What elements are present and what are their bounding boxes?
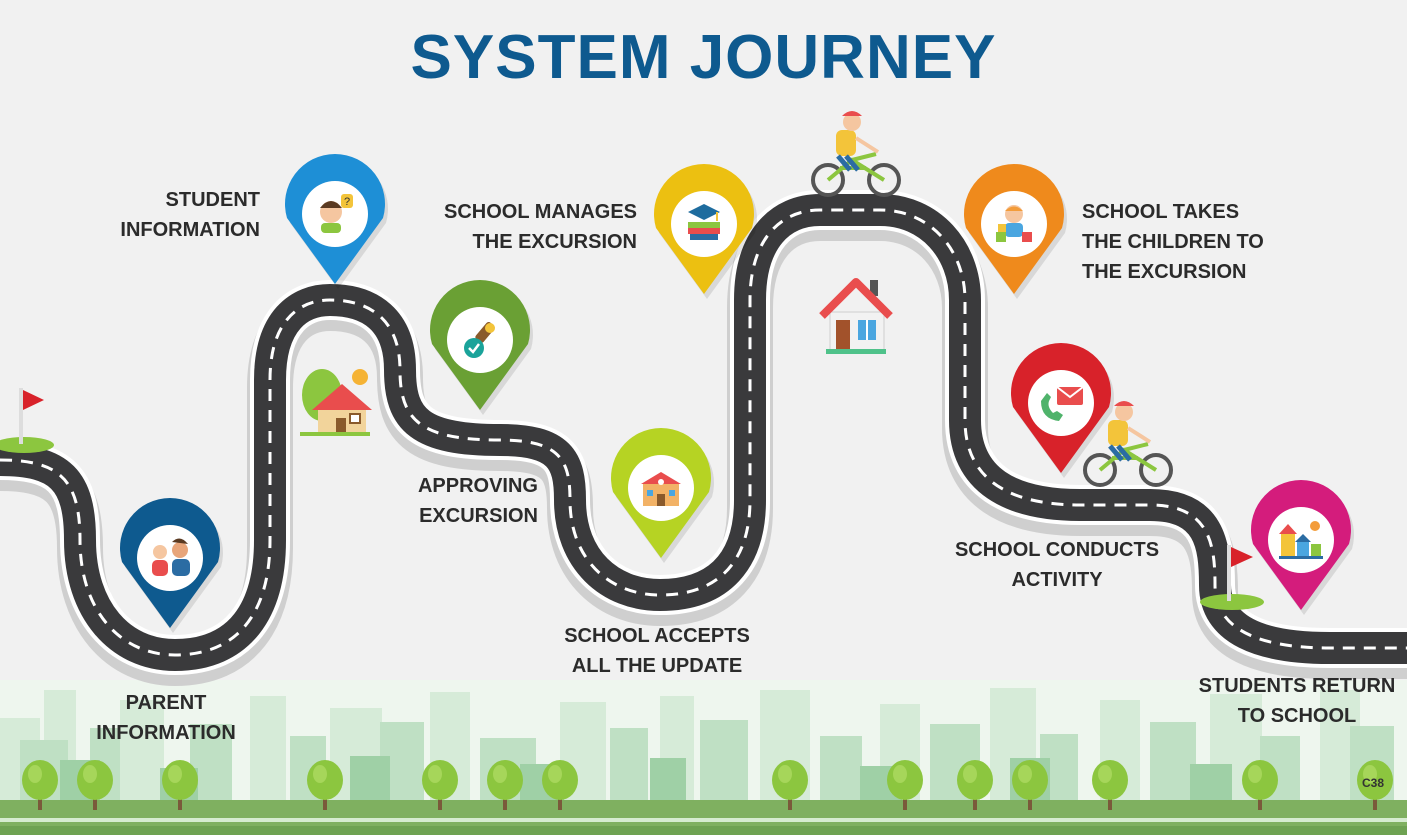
child-playing-icon — [996, 205, 1032, 242]
step-pin-5 — [611, 428, 714, 563]
step-pin-3 — [430, 280, 533, 415]
step-label-line: SCHOOL ACCEPTS — [564, 625, 750, 647]
finish-flag-icon — [1200, 545, 1264, 610]
tree-icon — [957, 760, 993, 810]
winding-road — [0, 190, 1407, 687]
svg-text:?: ? — [344, 196, 350, 208]
page-title: SYSTEM JOURNEY — [410, 23, 997, 92]
city-skyline — [0, 680, 1407, 835]
step-label-line: APPROVING — [417, 475, 538, 497]
step-label-line: ALL THE UPDATE — [571, 655, 743, 677]
tree-icon — [22, 760, 58, 810]
step-label-line: STUDENT — [165, 189, 260, 211]
step-pin-1 — [120, 498, 223, 633]
tree-icon — [887, 760, 923, 810]
student-question-icon: ? — [320, 194, 353, 233]
step-label-line: ACTIVITY — [1011, 569, 1103, 591]
step-label-line: EXCURSION — [419, 505, 538, 527]
step-label-line: TO SCHOOL — [1237, 705, 1357, 727]
tree-icon — [1357, 760, 1393, 810]
tree-icon — [542, 760, 578, 810]
step-pin-7 — [1011, 343, 1114, 478]
house-icon — [819, 278, 893, 354]
step-label-line: PARENT — [125, 692, 207, 714]
school-neighborhood-icon — [1279, 521, 1323, 559]
tree-icon — [77, 760, 113, 810]
step-label-line: THE CHILDREN TO — [1082, 231, 1264, 253]
step-label-approving-excursion: APPROVING EXCURSION — [410, 471, 538, 531]
tree-icon — [772, 760, 808, 810]
step-label-school-manages-the-excursion: SCHOOL MANAGES THE EXCURSION — [437, 197, 637, 257]
cyclist-right-icon — [1083, 401, 1173, 487]
graduation-books-icon — [688, 204, 720, 240]
step-label-school-accepts-all-the-update: SCHOOL ACCEPTS ALL THE UPDATE — [559, 621, 755, 681]
step-label-line: SCHOOL MANAGES — [444, 201, 637, 223]
step-label-line: SCHOOL CONDUCTS — [954, 539, 1160, 561]
step-pin-6 — [964, 164, 1067, 299]
tree-icon — [1012, 760, 1048, 810]
cyclist-top-icon — [811, 111, 901, 197]
step-label-school-takes-the-children: SCHOOL TAKES THE CHILDREN TO THE EXCURSI… — [1082, 197, 1282, 287]
start-flag-icon — [0, 388, 54, 453]
step-label-line: THE EXCURSION — [472, 231, 637, 253]
step-label-line: SCHOOL TAKES — [1082, 201, 1240, 223]
step-label-parent-information: PARENT INFORMATION — [93, 688, 239, 748]
step-label-line: STUDENTS RETURN — [1198, 675, 1396, 697]
tree-icon — [422, 760, 458, 810]
house-with-trees-icon — [300, 369, 372, 436]
step-label-line: THE EXCURSION — [1082, 261, 1247, 283]
step-pin-4 — [654, 164, 757, 299]
tree-icon — [487, 760, 523, 810]
tree-icon — [162, 760, 198, 810]
tree-icon — [1242, 760, 1278, 810]
tree-icon — [1092, 760, 1128, 810]
mail-phone-icon — [1041, 386, 1084, 421]
approval-stamp-icon — [464, 322, 495, 358]
step-label-student-information: STUDENT INFORMATION — [110, 185, 260, 245]
step-pin-8 — [1251, 480, 1354, 615]
school-building-icon — [641, 472, 681, 506]
step-label-school-conducts-activity: SCHOOL CONDUCTS ACTIVITY — [950, 535, 1164, 595]
step-pin-2: ? — [285, 154, 388, 289]
family-icon — [152, 538, 190, 576]
step-label-line: INFORMATION — [96, 722, 236, 744]
tree-icon — [307, 760, 343, 810]
step-label-students-return-to-school: STUDENTS RETURN TO SCHOOL — [1192, 671, 1402, 731]
slide-code: C38 — [1362, 776, 1385, 790]
step-label-line: INFORMATION — [120, 219, 260, 241]
